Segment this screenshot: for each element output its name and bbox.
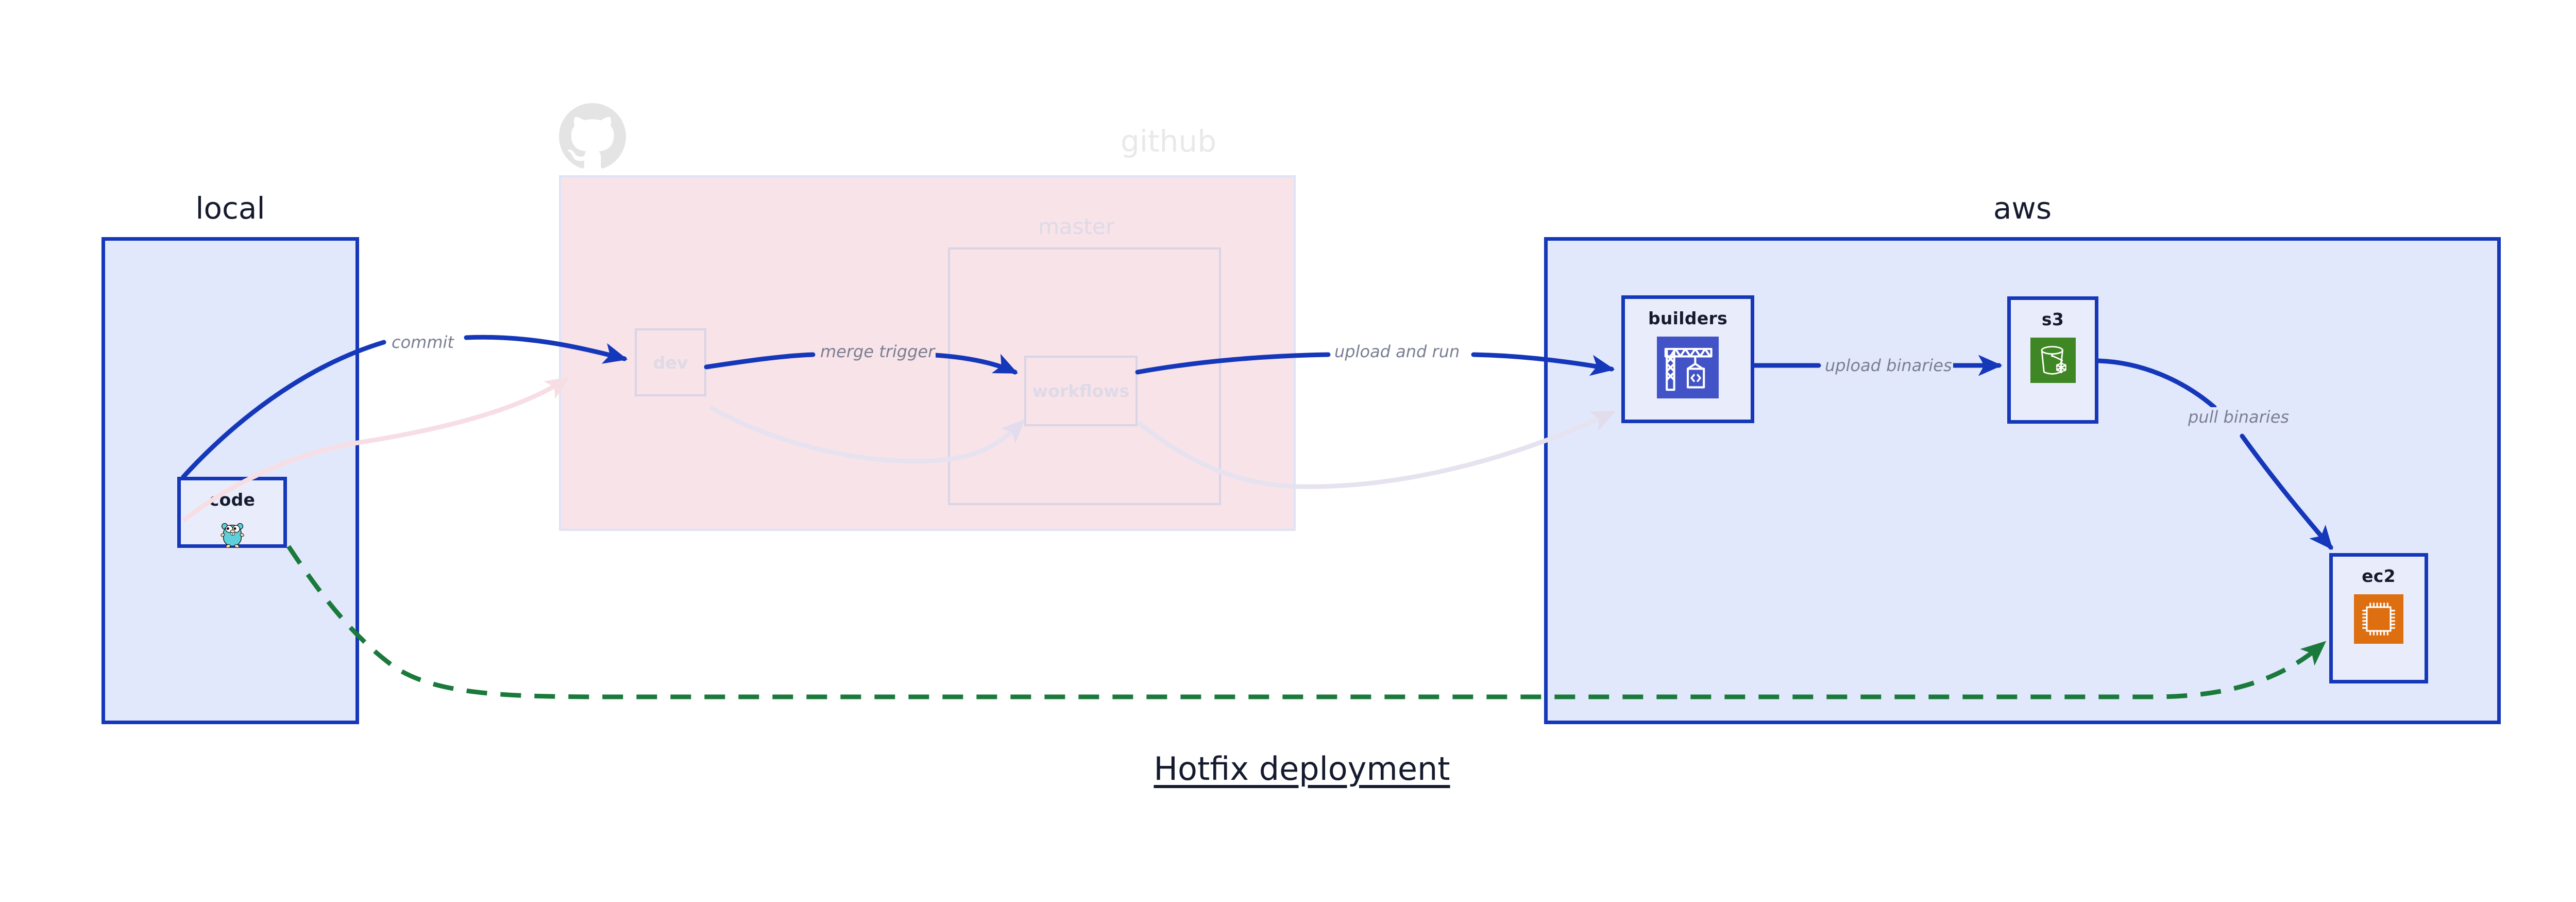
group-master-label: master (1038, 214, 1115, 239)
group-master-branch (948, 247, 1221, 505)
node-ec2-label: ec2 (2362, 566, 2396, 586)
github-octocat-icon (559, 103, 626, 170)
go-gopher-icon (216, 518, 248, 550)
node-builders-label: builders (1648, 308, 1728, 328)
edge-label-merge-trigger: merge trigger (819, 342, 936, 361)
edge-label-upload-and-run: upload and run (1333, 342, 1461, 361)
node-code-label: code (209, 490, 256, 510)
edge-label-commit: commit (391, 332, 455, 352)
node-dev-label: dev (653, 352, 688, 373)
node-ec2[interactable]: ec2 (2329, 553, 2428, 683)
s3-bucket-snowflake-icon (2030, 338, 2076, 383)
node-s3-label: s3 (2041, 309, 2064, 329)
node-builders[interactable]: builders (1621, 295, 1754, 423)
node-code[interactable]: code (177, 477, 287, 548)
edge-label-upload-binaries: upload binaries (1824, 356, 1953, 375)
cpu-chip-icon (2354, 594, 2403, 644)
node-workflows[interactable]: workflows (1024, 356, 1138, 426)
diagram-title: Hotfix deployment (1154, 750, 1450, 788)
node-dev[interactable]: dev (635, 328, 706, 396)
group-aws-label: aws (1993, 191, 2052, 226)
group-github-label: github (1121, 124, 1217, 159)
edge-label-pull-binaries: pull binaries (2187, 407, 2291, 427)
crane-code-icon (1657, 337, 1719, 398)
node-workflows-label: workflows (1032, 381, 1130, 401)
group-local-label: local (195, 191, 265, 226)
node-s3[interactable]: s3 (2007, 296, 2098, 424)
